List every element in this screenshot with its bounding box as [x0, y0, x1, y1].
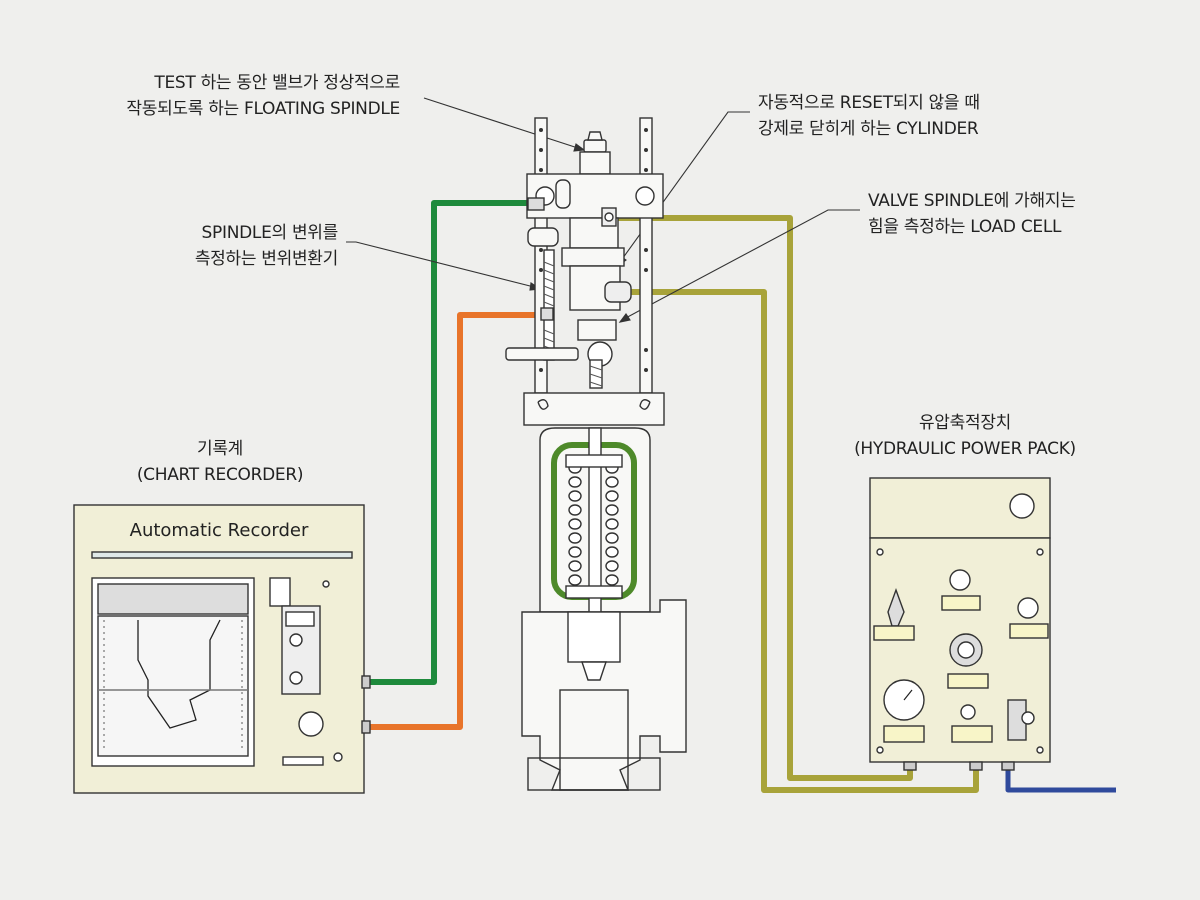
arrowhead — [618, 313, 631, 323]
valve-body — [521, 599, 687, 791]
olive-line-load-cell — [630, 289, 979, 793]
power-pack-label-en: (HYDRAULIC POWER PACK) — [854, 439, 1076, 459]
load-cell — [577, 319, 617, 341]
callout-line: 측정하는 변위변환기 — [194, 249, 338, 269]
callout-line: SPINDLE의 변위를 — [201, 223, 339, 243]
callout-load-cell: VALVE SPINDLE에 가해지는 힘을 측정하는 LOAD CELL — [868, 188, 1148, 240]
bottom-crossbar — [523, 392, 665, 426]
leader-load-cell — [621, 209, 860, 321]
chart-recorder — [73, 504, 371, 794]
safety-valve-assembly — [505, 117, 687, 791]
power-pack-label: 유압축적장치 (HYDRAULIC POWER PACK) — [830, 410, 1100, 462]
callout-line: 자동적으로 RESET되지 않을 때 — [758, 93, 980, 113]
chart-recorder-label-en: (CHART RECORDER) — [136, 465, 304, 485]
hydraulic-lines — [366, 200, 1116, 793]
recorder-panel-title: Automatic Recorder — [129, 520, 309, 541]
floating-spindle-nut — [583, 139, 607, 153]
callout-line: 작동되도록 하는 FLOATING SPINDLE — [126, 99, 400, 119]
olive-line-cylinder — [615, 215, 913, 781]
callout-line: 강제로 닫히게 하는 CYLINDER — [758, 119, 979, 139]
hydraulic-power-pack — [869, 477, 1051, 771]
recorder-strip — [91, 551, 353, 559]
callout-line: 힘을 측정하는 LOAD CELL — [868, 217, 1062, 237]
eye-bolt — [635, 186, 655, 206]
arrowhead — [573, 143, 586, 152]
leader-floating-spindle — [423, 97, 585, 151]
callout-cylinder: 자동적으로 RESET되지 않을 때 강제로 닫히게 하는 CYLINDER — [758, 90, 1058, 142]
callout-floating-spindle: TEST 하는 동안 밸브가 정상적으로 작동되도록 하는 FLOATING S… — [60, 70, 400, 122]
green-signal-line — [366, 200, 530, 685]
leader-transducer — [346, 241, 539, 289]
callout-transducer: SPINDLE의 변위를 측정하는 변위변환기 — [100, 220, 338, 272]
chart-recorder-label-ko: 기록계 — [196, 439, 244, 459]
chart-recorder-label: 기록계 (CHART RECORDER) — [110, 436, 330, 488]
chart-trace — [137, 619, 221, 729]
recorder-knob — [298, 711, 324, 737]
power-pack-label-ko: 유압축적장치 — [918, 413, 1012, 433]
callout-line: TEST 하는 동안 밸브가 정상적으로 — [154, 73, 400, 93]
orange-signal-line — [366, 312, 545, 730]
callout-line: VALVE SPINDLE에 가해지는 — [868, 191, 1076, 211]
blue-drain-line — [1005, 762, 1116, 793]
power-pack-lever — [887, 587, 905, 627]
load-cell-port — [604, 281, 632, 303]
